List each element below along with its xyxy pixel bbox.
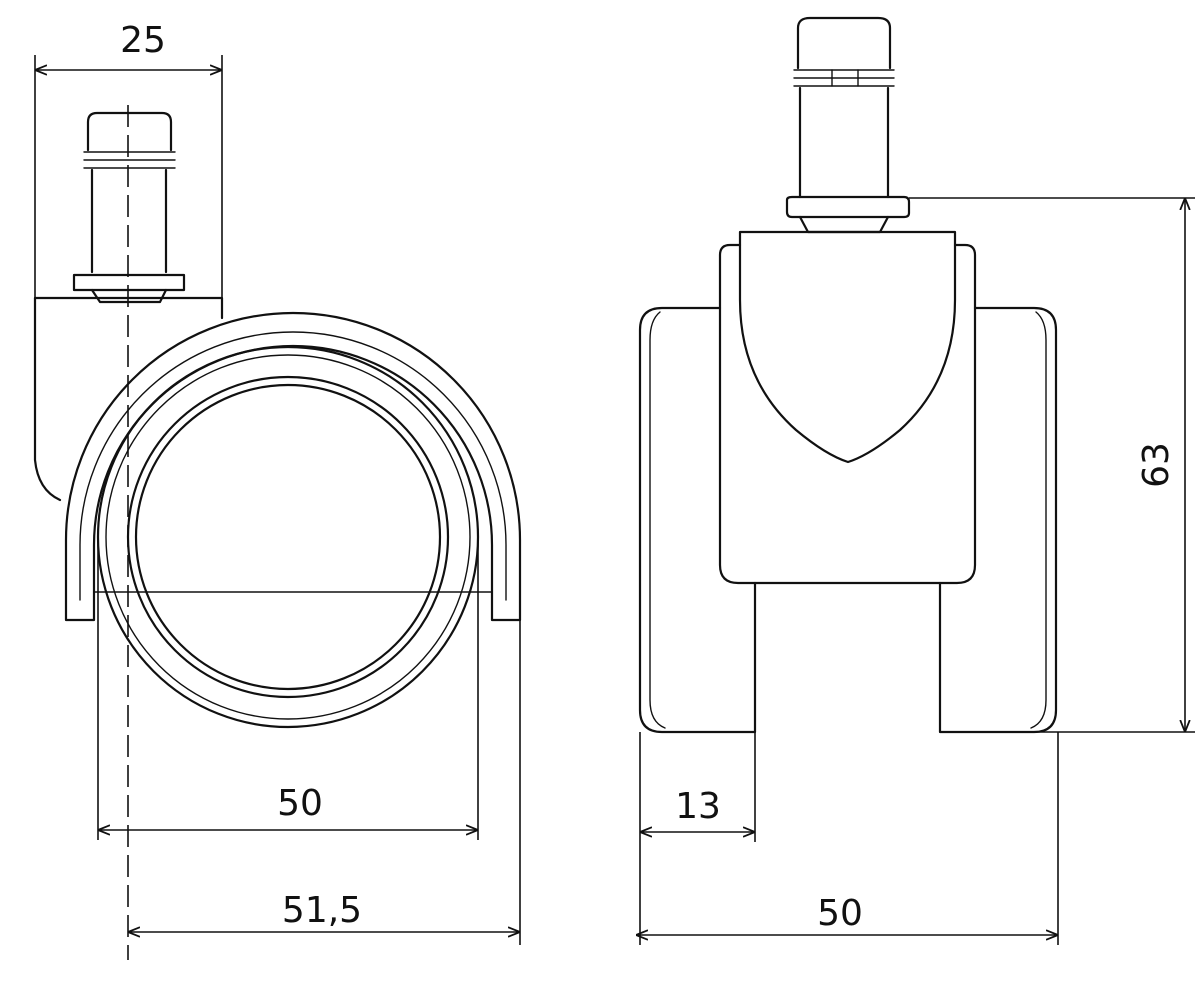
side-view: 25 50 51,5 bbox=[33, 20, 522, 960]
left-wheel bbox=[638, 306, 757, 734]
front-view: 63 13 50 bbox=[636, 16, 1195, 945]
right-wheel bbox=[938, 306, 1058, 734]
dim-wheel-diameter: 50 bbox=[277, 783, 323, 824]
dim-wheel-width: 13 bbox=[675, 786, 721, 827]
dim-height: 63 bbox=[1136, 442, 1177, 488]
dim-total-width-side: 51,5 bbox=[282, 890, 362, 931]
wheel bbox=[96, 345, 480, 729]
fork bbox=[718, 230, 977, 585]
stem bbox=[72, 111, 186, 304]
wheel-hood bbox=[64, 311, 522, 622]
dim-stem-width: 25 bbox=[120, 20, 166, 61]
dim-total-width-front: 50 bbox=[817, 893, 863, 934]
stem bbox=[785, 16, 911, 234]
